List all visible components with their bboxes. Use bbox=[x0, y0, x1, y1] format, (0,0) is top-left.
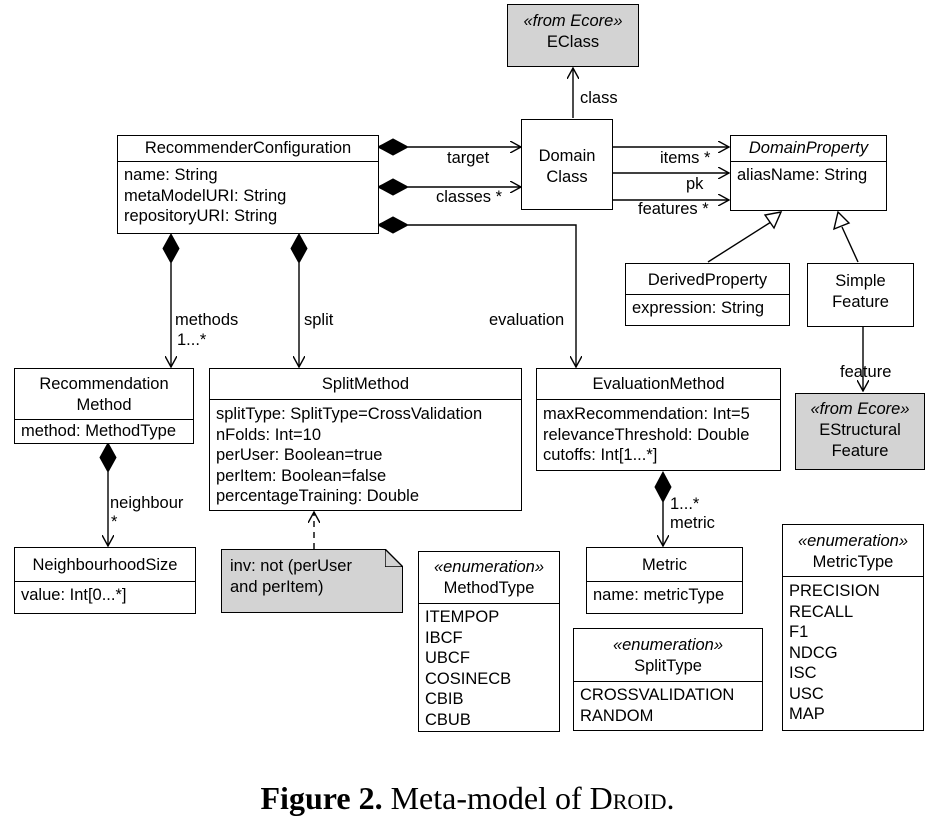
metric-type-name: MetricType bbox=[812, 553, 894, 571]
enum-literal: RECALL bbox=[789, 602, 854, 621]
eclass-stereotype: «from Ecore» bbox=[523, 12, 623, 30]
attribute: splitType: SplitType=CrossValidation bbox=[216, 405, 483, 423]
label-feature: feature bbox=[840, 363, 892, 381]
eclass-name: EClass bbox=[546, 33, 600, 51]
caption-text-prefix: Meta-model of bbox=[390, 780, 582, 816]
attribute: method: MethodType bbox=[21, 422, 177, 440]
attribute: relevanceThreshold: Double bbox=[543, 425, 750, 444]
neighbourhood-size-name: NeighbourhoodSize bbox=[15, 548, 195, 582]
attribute: metaModelURI: String bbox=[124, 186, 287, 205]
enum-literal: ISC bbox=[789, 664, 817, 682]
label-methods: methods bbox=[175, 311, 239, 329]
caption-label: Figure 2. bbox=[260, 780, 383, 816]
enum-literal: RANDOM bbox=[580, 706, 654, 725]
attribute: nFolds: Int=10 bbox=[216, 425, 322, 444]
attribute: aliasName: String bbox=[737, 166, 868, 184]
attribute: value: Int[0...*] bbox=[21, 586, 127, 604]
enum-literal: MAP bbox=[789, 705, 825, 723]
label-split: split bbox=[304, 311, 334, 329]
simple-feature-class: Simple Feature bbox=[807, 263, 914, 327]
simple-feature-name-line2: Feature bbox=[832, 293, 889, 311]
attribute: percentageTraining: Double bbox=[216, 487, 420, 505]
method-type-enumeration: «enumeration» MethodType ITEMPOP IBCF UB… bbox=[418, 551, 560, 732]
enum-literal: CROSSVALIDATION bbox=[580, 686, 735, 704]
evaluation-method-name: EvaluationMethod bbox=[537, 369, 780, 400]
label-evaluation: evaluation bbox=[489, 311, 565, 329]
metric-name: Metric bbox=[587, 548, 742, 582]
metric-class: Metric name: metricType bbox=[586, 547, 743, 614]
label-features: features * bbox=[638, 200, 709, 218]
recommendation-method-class: Recommendation Method method: MethodType bbox=[14, 368, 194, 444]
split-type-stereotype: «enumeration» bbox=[612, 636, 724, 654]
estructural-feature-name-line1: EStructural bbox=[819, 421, 901, 439]
split-method-class: SplitMethod splitType: SplitType=CrossVa… bbox=[209, 368, 522, 511]
method-type-name: MethodType bbox=[443, 579, 535, 597]
estructural-feature-stereotype: «from Ecore» bbox=[810, 400, 910, 418]
metric-type-stereotype: «enumeration» bbox=[797, 532, 909, 550]
attribute: name: String bbox=[124, 166, 218, 184]
label-neighbour-multiplicity: * bbox=[111, 513, 118, 531]
metric-type-enumeration: «enumeration» MetricType PRECISION RECAL… bbox=[782, 524, 924, 731]
caption-text-suffix: . bbox=[666, 780, 675, 816]
enum-literal: USC bbox=[789, 684, 824, 703]
enum-literal: PRECISION bbox=[789, 582, 880, 600]
note-line-2: and perItem) bbox=[230, 577, 324, 596]
attribute: cutoffs: Int[1...*] bbox=[543, 446, 658, 464]
label-methods-multiplicity: 1...* bbox=[177, 331, 207, 349]
label-class: class bbox=[580, 89, 618, 107]
domain-class-box: Domain Class bbox=[521, 119, 613, 210]
domain-property-class: DomainProperty aliasName: String bbox=[730, 135, 887, 211]
attribute: repositoryURI: String bbox=[124, 207, 278, 225]
split-type-enumeration: «enumeration» SplitType CROSSVALIDATION … bbox=[573, 628, 763, 731]
label-items: items * bbox=[660, 149, 711, 167]
derived-property-name: DerivedProperty bbox=[626, 264, 789, 295]
recommender-configuration-name: RecommenderConfiguration bbox=[118, 136, 378, 162]
label-metric-multiplicity: 1...* bbox=[670, 495, 700, 513]
estructural-feature-box: «from Ecore» EStructural Feature bbox=[795, 393, 925, 470]
derived-property-class: DerivedProperty expression: String bbox=[625, 263, 790, 326]
enum-literal: COSINECB bbox=[425, 669, 512, 688]
estructural-feature-name-line2: Feature bbox=[831, 442, 889, 460]
simple-feature-name-line1: Simple bbox=[835, 272, 886, 290]
domain-class-name-line1: Domain bbox=[538, 147, 596, 165]
enum-literal: CBUB bbox=[425, 710, 471, 729]
evaluation-method-class: EvaluationMethod maxRecommendation: Int=… bbox=[536, 368, 781, 471]
neighbourhood-size-class: NeighbourhoodSize value: Int[0...*] bbox=[14, 547, 196, 614]
note-fold-corner bbox=[384, 546, 406, 568]
split-type-name: SplitType bbox=[634, 657, 702, 675]
label-metric: metric bbox=[670, 514, 715, 532]
attribute: expression: String bbox=[632, 299, 765, 317]
recommender-configuration-class: RecommenderConfiguration name: String me… bbox=[117, 135, 379, 234]
recommendation-method-name-line1: Recommendation bbox=[39, 375, 169, 393]
enum-literal: F1 bbox=[789, 623, 809, 641]
enum-literal: CBIB bbox=[425, 690, 464, 708]
label-target: target bbox=[447, 149, 490, 167]
enum-literal: NDCG bbox=[789, 643, 838, 662]
label-pk: pk bbox=[686, 175, 704, 193]
domain-property-name: DomainProperty bbox=[731, 136, 886, 162]
attribute: perItem: Boolean=false bbox=[216, 466, 387, 485]
caption-text-name: Droid bbox=[589, 780, 667, 816]
method-type-stereotype: «enumeration» bbox=[433, 558, 545, 576]
enum-literal: IBCF bbox=[425, 628, 463, 647]
figure-caption: Figure 2. Meta-model of Droid. bbox=[0, 778, 935, 818]
recommender-configuration-attributes: name: String metaModelURI: String reposi… bbox=[118, 162, 378, 230]
label-neighbour: neighbour bbox=[110, 494, 184, 512]
domain-class-name-line2: Class bbox=[546, 168, 588, 186]
enum-literal: ITEMPOP bbox=[425, 608, 500, 626]
label-classes: classes * bbox=[436, 188, 503, 206]
constraint-note: inv: not (perUser and perItem) bbox=[221, 546, 406, 613]
split-method-name: SplitMethod bbox=[210, 369, 521, 400]
attribute: maxRecommendation: Int=5 bbox=[543, 405, 750, 423]
note-line-1: inv: not (perUser bbox=[230, 557, 352, 575]
recommendation-method-name-line2: Method bbox=[76, 396, 132, 414]
enum-literal: UBCF bbox=[425, 649, 470, 667]
eclass-box: «from Ecore» EClass bbox=[507, 4, 639, 67]
attribute: perUser: Boolean=true bbox=[216, 446, 383, 464]
attribute: name: metricType bbox=[593, 586, 725, 604]
